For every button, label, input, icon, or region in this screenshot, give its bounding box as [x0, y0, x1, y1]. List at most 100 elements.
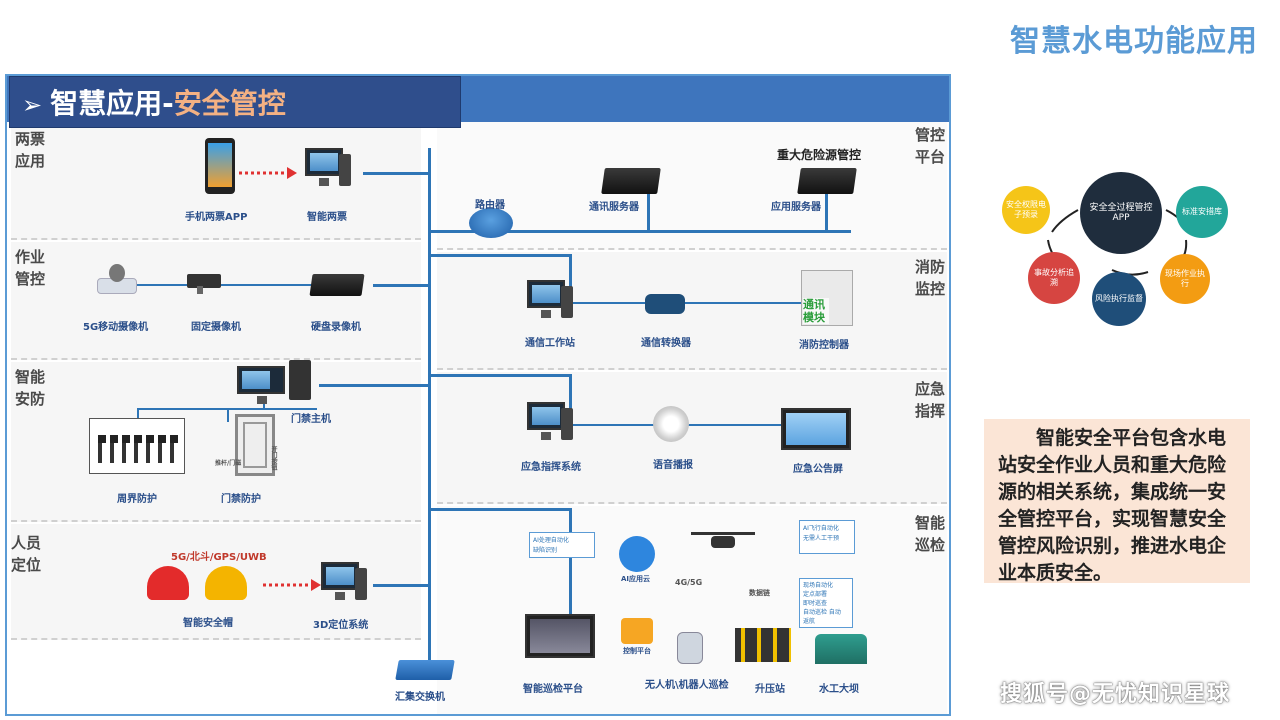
label-door-left: 推杆/门磁 — [215, 460, 242, 467]
ai-cloud-icon — [619, 536, 655, 572]
fixed-camera-icon — [183, 272, 225, 294]
info-text: 智能安全平台包含水电站安全作业人员和重大危险源的相关系统，集成统一安全管控平台，… — [998, 427, 1227, 584]
positioning-arrow — [263, 579, 321, 591]
label-fixed-cam: 固定摄像机 — [191, 322, 241, 333]
header-arrow-icon: ➢ — [22, 91, 43, 119]
line-app-server — [825, 188, 828, 232]
substation-icon — [735, 628, 791, 662]
label-positioning-tech: 5G/北斗/GPS/UWB — [171, 552, 267, 563]
ai-box-3-line2: 定点部署 — [803, 591, 828, 598]
ai-box-2-line2: 无需人工干预 — [803, 535, 840, 542]
line-two-tickets — [363, 172, 429, 175]
ticket-arrow — [239, 167, 297, 179]
comm-station-pc-icon — [527, 280, 573, 320]
section-label-emergency: 应急指挥 — [915, 380, 946, 420]
ai-box-3-line3: 即时巡查 — [803, 600, 828, 607]
line-emergency-drop — [569, 374, 572, 420]
dam-icon — [815, 634, 867, 664]
line-fire-row — [571, 302, 805, 304]
perimeter-fence-icon — [89, 418, 185, 474]
panel-control-platform — [437, 122, 947, 250]
inspect-monitor-icon — [525, 614, 595, 658]
label-dam: 水工大坝 — [819, 684, 859, 695]
label-ai-cloud: AI应用云 — [621, 575, 651, 583]
yellow-helmet-icon — [205, 566, 247, 600]
label-data-link: 数据链 — [749, 589, 770, 597]
emergency-pc-icon — [527, 402, 573, 442]
panel-work-control — [11, 242, 421, 360]
label-comm-station: 通信工作站 — [525, 338, 575, 349]
switch-icon — [395, 660, 455, 680]
main-bus-line — [428, 148, 431, 678]
label-comm-server: 通讯服务器 — [589, 202, 639, 213]
label-substation: 升压站 — [755, 684, 785, 695]
section-label-inspection: 智能巡检 — [915, 514, 946, 554]
line-platform — [431, 230, 851, 233]
ai-box-2: AI飞行自动化 无需人工干预 — [799, 520, 855, 554]
speaker-icon — [653, 406, 689, 442]
access-host-pc-icon — [237, 366, 285, 406]
line-security-drop1 — [137, 408, 139, 422]
ai-box-3-line4: 自动巡检 自动 — [803, 609, 841, 616]
cycle-node-analysis: 事故分析追溯 — [1028, 252, 1080, 304]
section-label-two-tickets: 两票应用 — [15, 130, 46, 170]
header-prefix: 智慧应用- — [50, 87, 174, 120]
app-server-icon — [797, 168, 857, 194]
watermark: 搜狐号@无忧知识星球 — [1000, 682, 1231, 707]
ai-box-1: AI处理自动化 缺陷识别 — [529, 532, 595, 558]
pos-system-pc-icon — [321, 562, 367, 602]
section-label-fire-monitor: 消防监控 — [915, 258, 946, 298]
label-fire-ctrl: 消防控制器 — [799, 340, 849, 351]
label-app-server: 应用服务器 — [771, 202, 821, 213]
label-comm-module: 通讯模块 — [803, 298, 829, 324]
section-label-control-platform: 管控平台 — [915, 126, 946, 166]
line-security-drop2 — [227, 408, 229, 422]
label-switch: 汇集交换机 — [395, 692, 445, 703]
label-door-right: 开门按钮 — [270, 446, 277, 470]
label-board: 应急公告屏 — [793, 464, 843, 475]
router-icon — [469, 208, 513, 238]
label-emergency-sys: 应急指挥系统 — [521, 462, 581, 473]
panel-inspection — [437, 506, 947, 714]
label-voice: 语音播报 — [653, 460, 693, 471]
access-host-tower-icon — [289, 360, 311, 400]
label-dvr: 硬盘录像机 — [311, 322, 361, 333]
cycle-node-execution: 现场作业执行 — [1160, 254, 1210, 304]
label-ctrl-platform: 控制平台 — [623, 647, 651, 655]
label-perimeter: 周界防护 — [117, 494, 157, 505]
line-inspection-drop — [569, 508, 572, 616]
smart-ticket-pc-icon — [305, 148, 351, 188]
label-inspect-platform: 智能巡检平台 — [523, 684, 583, 695]
line-fire-drop — [569, 254, 572, 298]
ctrl-platform-icon — [621, 618, 653, 644]
label-comm-converter: 通信转换器 — [641, 338, 691, 349]
label-helmet: 智能安全帽 — [183, 618, 233, 629]
comm-converter-icon — [645, 294, 685, 314]
label-4g5g: 4G/5G — [675, 578, 703, 587]
label-mobile-app: 手机两票APP — [185, 212, 248, 223]
line-comm-server — [647, 188, 650, 232]
line-access-host — [319, 384, 429, 387]
cycle-node-standard: 标准安措库 — [1176, 186, 1228, 238]
label-pos-system: 3D定位系统 — [313, 620, 369, 631]
mobile-phone-icon — [205, 138, 235, 194]
camera-5g-icon — [93, 260, 139, 298]
ai-box-3-line5: 返航 — [803, 618, 816, 625]
robot-icon — [677, 632, 703, 664]
header-accent: 安全管控 — [173, 87, 286, 120]
panel-fire-monitor — [437, 252, 947, 370]
architecture-diagram: 两票应用 作业管控 智能安防 人员定位 管控平台 消防监控 应急指挥 智能巡检 — [5, 74, 951, 716]
line-emergency — [431, 374, 571, 377]
label-smart-ticket: 智能两票 — [307, 212, 347, 223]
cycle-node-supervision: 风险执行监督 — [1092, 272, 1146, 326]
slide-title: 智慧水电功能应用 — [1010, 24, 1258, 59]
line-dvr — [373, 284, 429, 287]
drone-icon — [691, 526, 755, 556]
section-label-work-control: 作业管控 — [15, 248, 46, 288]
label-access-guard: 门禁防护 — [221, 494, 261, 505]
comm-server-icon — [601, 168, 661, 194]
ai-box-1-line1: AI处理自动化 — [533, 537, 569, 544]
section-header: ➢智慧应用-安全管控 — [9, 76, 461, 128]
label-hazard-title: 重大危险源管控 — [777, 148, 862, 162]
